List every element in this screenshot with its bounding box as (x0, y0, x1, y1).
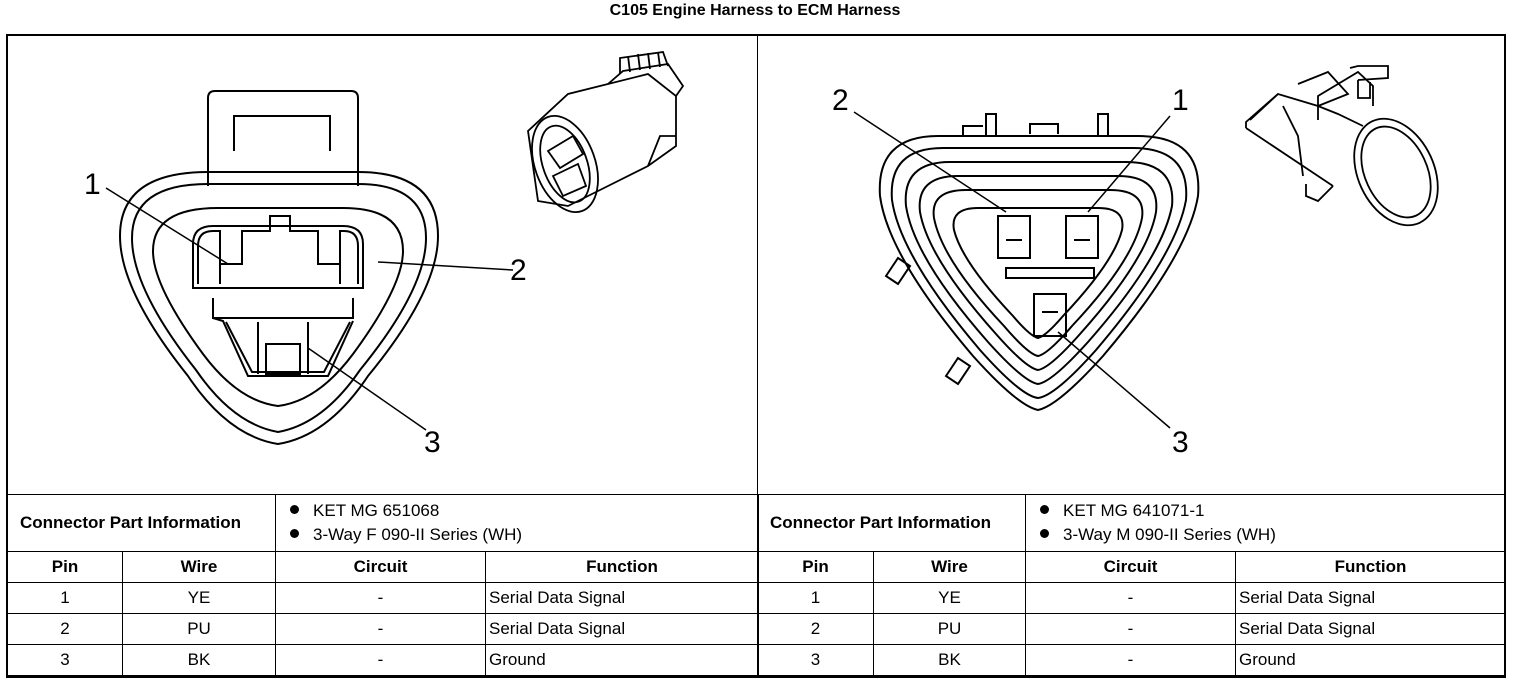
bullet-icon (290, 529, 300, 539)
connector-part-info-list: KET MG 651068 3-Way F 090-II Series (WH) (275, 494, 760, 552)
header-circuit: Circuit (275, 551, 487, 583)
female-connector-diagram: 1 2 3 (8, 36, 756, 494)
connector-part-info-list: KET MG 641071-1 3-Way M 090-II Series (W… (1025, 494, 1507, 552)
table-row: 1 YE - Serial Data Signal (757, 582, 1507, 614)
part-info-row: Connector Part Information KET MG 641071… (756, 494, 1507, 552)
part-info-item: 3-Way M 090-II Series (WH) (1040, 523, 1502, 547)
circuit-cell: - (275, 644, 487, 676)
function-cell: Serial Data Signal (485, 613, 760, 645)
part-info-item: KET MG 641071-1 (1040, 499, 1502, 523)
table-row: 3 BK - Ground (7, 644, 760, 676)
female-connector-table: Connector Part Information KET MG 651068… (6, 494, 760, 676)
table-row: 2 PU - Serial Data Signal (7, 613, 760, 645)
pin-cell: 2 (7, 613, 123, 645)
wire-cell: BK (121, 644, 277, 676)
circuit-cell: - (1025, 613, 1237, 645)
male-connector-table: Connector Part Information KET MG 641071… (756, 494, 1507, 676)
pin-cell: 2 (757, 613, 874, 645)
male-pin-3-callout: 3 (1172, 426, 1189, 459)
header-wire: Wire (872, 551, 1027, 583)
bullet-icon (1040, 529, 1050, 539)
part-info-item: 3-Way F 090-II Series (WH) (290, 523, 755, 547)
circuit-cell: - (275, 582, 487, 614)
male-pin-2-callout: 2 (832, 84, 849, 117)
header-wire: Wire (121, 551, 277, 583)
table-header-row: Pin Wire Circuit Function (757, 551, 1507, 583)
function-cell: Serial Data Signal (1235, 613, 1507, 645)
bullet-icon (1040, 505, 1050, 515)
function-cell: Ground (1235, 644, 1507, 676)
male-connector-diagram: 2 1 3 (758, 36, 1504, 494)
table-row: 2 PU - Serial Data Signal (757, 613, 1507, 645)
header-circuit: Circuit (1025, 551, 1237, 583)
table-row: 3 BK - Ground (757, 644, 1507, 676)
circuit-cell: - (1025, 644, 1237, 676)
header-function: Function (485, 551, 760, 583)
wire-cell: YE (121, 582, 277, 614)
part-info-row: Connector Part Information KET MG 651068… (6, 494, 760, 552)
pin-cell: 3 (7, 644, 123, 676)
function-cell: Serial Data Signal (485, 582, 760, 614)
table-row: 1 YE - Serial Data Signal (7, 582, 760, 614)
connector-part-info-label: Connector Part Information (756, 494, 1027, 552)
female-pin-3-callout: 3 (424, 426, 441, 459)
diagram-frame (6, 34, 1506, 678)
female-pin-2-callout: 2 (510, 254, 527, 287)
pin-cell: 3 (757, 644, 874, 676)
pin-cell: 1 (7, 582, 123, 614)
female-connector-face (118, 90, 440, 446)
function-cell: Ground (485, 644, 760, 676)
header-pin: Pin (7, 551, 123, 583)
female-connector-iso-view (527, 51, 685, 213)
circuit-cell: - (1025, 582, 1237, 614)
center-divider (757, 36, 758, 494)
pin-cell: 1 (757, 582, 874, 614)
male-pin-1-callout: 1 (1172, 84, 1189, 117)
part-info-item: KET MG 651068 (290, 499, 755, 523)
header-pin: Pin (757, 551, 874, 583)
circuit-cell: - (275, 613, 487, 645)
male-connector-face (878, 113, 1200, 412)
header-function: Function (1235, 551, 1507, 583)
page-title: C105 Engine Harness to ECM Harness (609, 2, 901, 19)
function-cell: Serial Data Signal (1235, 582, 1507, 614)
wire-cell: YE (872, 582, 1027, 614)
female-pin-1-callout: 1 (84, 168, 101, 201)
wire-cell: BK (872, 644, 1027, 676)
wire-cell: PU (872, 613, 1027, 645)
connector-part-info-label: Connector Part Information (6, 494, 277, 552)
male-connector-iso-view (1245, 65, 1439, 227)
wire-cell: PU (121, 613, 277, 645)
table-header-row: Pin Wire Circuit Function (7, 551, 760, 583)
bullet-icon (290, 505, 300, 515)
